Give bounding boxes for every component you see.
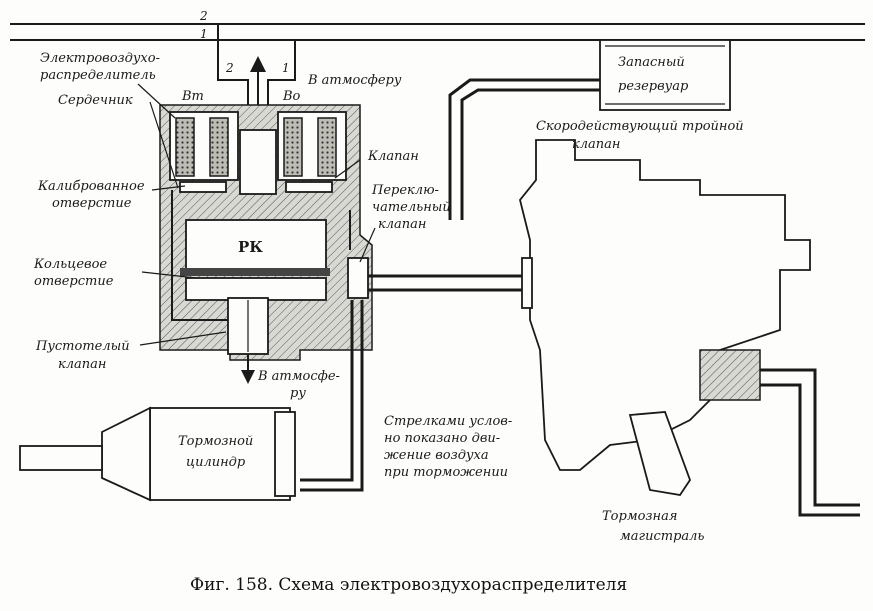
right-coil-winding-icon (283, 117, 303, 177)
pust-label-line2: клапан (58, 357, 106, 372)
wire-2-label: 2 (225, 61, 234, 75)
exhaust-up-arrow-icon (250, 56, 266, 72)
brake-cylinder-label-line1: Тормозной (178, 434, 253, 449)
wire-2-top-label: 2 (199, 9, 208, 23)
reserve-tank (599, 39, 731, 111)
reservoir-label-line2: резервуар (618, 79, 689, 94)
exhaust-down-arrow-icon (241, 370, 255, 384)
rk-label: РК (238, 238, 263, 256)
kolc-label-line1: Кольцевое (33, 257, 107, 272)
atmosphere-bottom-label-line2: ру (290, 386, 306, 401)
klapan-label: Клапан (367, 149, 419, 164)
vo-label: Во (282, 89, 301, 104)
wire-1-top-label: 1 (200, 27, 208, 41)
arrows-note-line3: жение воздуха (384, 448, 489, 463)
triple-valve-label-line2: клапан (572, 137, 620, 152)
brake-line-pipe-2 (760, 383, 860, 517)
right-valve-disc (285, 181, 333, 193)
arrows-note-line4: при торможении (384, 465, 508, 480)
triple-valve-flange (521, 257, 533, 309)
pipe-to-brake-cylinder-2 (300, 300, 364, 492)
switching-valve-body (347, 257, 369, 299)
reservoir-label-line1: Запасный (618, 55, 685, 70)
figure-caption: Фиг. 158. Схема электровоздухораспредели… (190, 575, 627, 595)
electro-label-line2: распределитель (40, 68, 156, 83)
arrows-note-line1: Стрелками услов- (384, 414, 512, 429)
brake-line-pipe (760, 368, 860, 507)
left-coil-winding-icon (209, 117, 229, 177)
brake-line-label-line2: магистраль (620, 529, 705, 544)
perekl-label-line1: Переклю- (371, 183, 439, 198)
atmosphere-top-label: В атмосферу (307, 73, 402, 88)
pipe-to-reservoir-2 (460, 88, 600, 220)
perekl-label-line2: чательный (372, 200, 451, 215)
leader-lines (137, 83, 376, 346)
brake-cylinder-body (149, 407, 291, 501)
brake-cylinder (19, 406, 296, 502)
brake-cylinder-cone (101, 406, 151, 502)
pipe-to-reservoir (448, 78, 600, 220)
rk-chamber (185, 219, 327, 271)
right-coil-winding-icon (317, 117, 337, 177)
internal-passage-left (171, 190, 228, 321)
kalibr-label-line1: Калиброванное (37, 179, 145, 194)
triple-valve-label-line1: Скородействующий тройной (536, 119, 744, 134)
electro-label-line1: Электровоздухо- (40, 51, 160, 66)
brake-line-label-line1: Тормозная (602, 509, 677, 524)
central-passage (239, 129, 277, 195)
kalibr-label-line2: отверстие (52, 196, 132, 211)
distributor-body (159, 104, 373, 361)
left-valve-disc (179, 181, 227, 193)
brake-cylinder-end-cap (274, 411, 296, 497)
diaphragm (180, 268, 330, 276)
pust-label-line1: Пустотелый (35, 339, 130, 354)
pipe-to-brake-cylinder (300, 300, 354, 482)
atmosphere-bottom-label-line1: В атмосфе- (257, 369, 340, 384)
lower-chamber (185, 277, 327, 301)
perekl-label-line3: клапан (378, 217, 426, 232)
vt-label: Вт (181, 89, 204, 104)
brake-cylinder-label-line2: цилиндр (186, 455, 246, 470)
labels: 2 1 2 1 Электровоздухо- распределитель С… (33, 9, 744, 544)
wire-1-label: 1 (282, 61, 290, 75)
brake-hose (628, 411, 692, 496)
serdechnik-label: Сердечник (58, 93, 133, 108)
kolc-label-line2: отверстие (34, 274, 114, 289)
brake-line-fitting (699, 349, 761, 401)
arrows-note-line2: но показано дви- (384, 431, 500, 446)
pipes (300, 78, 860, 517)
left-coil-winding-icon (175, 117, 195, 177)
brake-cylinder-rod (19, 445, 103, 471)
